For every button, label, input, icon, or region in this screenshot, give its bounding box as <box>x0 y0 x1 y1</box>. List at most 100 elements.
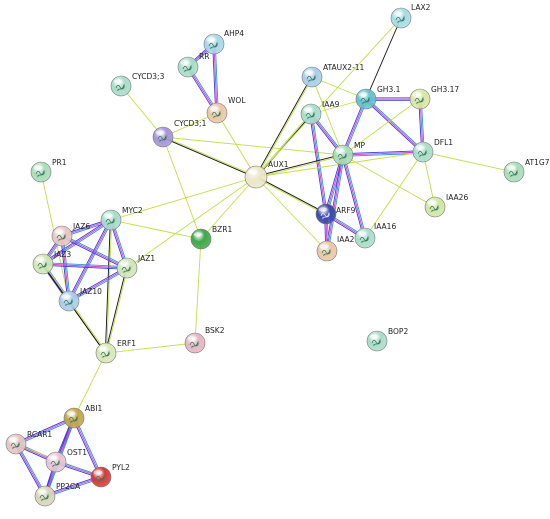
edge-CYCD33-CYCD31 <box>120 85 164 138</box>
node-iaa16[interactable]: IAA16 <box>354 222 396 249</box>
node-gh3-1[interactable]: GH3.1 <box>355 85 401 110</box>
node-label: ABI1 <box>85 404 102 413</box>
edge-GH3.17-MP <box>342 98 421 156</box>
node-sphere[interactable] <box>424 196 446 218</box>
structure-glyph-icon <box>68 415 78 424</box>
node-jaz1[interactable]: JAZ1 <box>116 254 155 279</box>
edge-IAA9-ARF9 <box>309 113 328 215</box>
node-gh3-17[interactable]: GH3.17 <box>409 85 459 110</box>
node-sphere[interactable] <box>355 88 377 110</box>
highlight <box>193 232 203 237</box>
highlight <box>155 130 165 135</box>
highlight <box>119 261 129 266</box>
node-aux1[interactable]: AUX1 <box>244 160 289 189</box>
node-sphere[interactable] <box>177 56 199 78</box>
node-rcar1[interactable]: RCAR1 <box>5 430 52 455</box>
node-sphere[interactable] <box>409 88 431 110</box>
node-mp[interactable]: MP <box>332 141 365 166</box>
node-lax2[interactable]: LAX2 <box>390 3 431 29</box>
node-sphere[interactable] <box>58 290 80 312</box>
node-jaz10[interactable]: JAZ10 <box>58 287 102 312</box>
node-ost1[interactable]: OST1 <box>45 448 87 473</box>
highlight <box>48 455 58 460</box>
node-bsk2[interactable]: BSK2 <box>184 326 225 354</box>
node-sphere[interactable] <box>315 203 337 225</box>
node-pp2ca[interactable]: PP2CA <box>34 482 81 507</box>
node-erf1[interactable]: ERF1 <box>95 339 136 364</box>
node-sphere[interactable] <box>152 126 174 148</box>
node-label: IAA26 <box>446 193 468 202</box>
node-sphere[interactable] <box>45 451 67 473</box>
node-label: CYCD3;3 <box>132 72 165 81</box>
structure-glyph-icon <box>121 265 131 274</box>
node-cycd33[interactable]: CYCD3;3 <box>110 72 165 97</box>
node-sphere[interactable] <box>30 161 52 183</box>
node-bop2[interactable]: BOP2 <box>366 327 408 352</box>
node-label: MP <box>354 141 365 150</box>
node-pyl2[interactable]: PYL2 <box>90 463 130 488</box>
node-sphere[interactable] <box>5 433 27 455</box>
node-sphere[interactable] <box>390 7 412 29</box>
node-bzr1[interactable]: BZR1 <box>190 225 232 250</box>
node-rr[interactable]: RR <box>177 52 209 78</box>
node-sphere[interactable] <box>184 332 206 354</box>
node-label: JAZ6 <box>72 222 90 231</box>
node-sphere[interactable] <box>95 342 117 364</box>
highlight <box>318 207 328 212</box>
highlight <box>61 294 71 299</box>
node-sphere[interactable] <box>354 227 376 249</box>
node-iaa26[interactable]: IAA26 <box>424 193 468 218</box>
node-sphere[interactable] <box>366 330 388 352</box>
node-arf9[interactable]: ARF9 <box>315 203 356 225</box>
node-pr1[interactable]: PR1 <box>30 158 67 183</box>
structure-glyph-icon <box>189 340 199 349</box>
highlight <box>357 231 367 236</box>
node-jaz6[interactable]: JAZ6 <box>51 222 90 247</box>
node-sphere[interactable] <box>300 103 322 125</box>
node-ahp4[interactable]: AHP4 <box>203 29 244 55</box>
node-label: IAA2 <box>337 235 355 244</box>
node-sphere[interactable] <box>503 161 525 183</box>
node-sphere[interactable] <box>110 75 132 97</box>
structure-glyph-icon <box>306 74 316 83</box>
node-sphere[interactable] <box>32 253 54 275</box>
node-sphere[interactable] <box>203 33 225 55</box>
highlight <box>415 145 425 150</box>
highlight <box>209 106 219 111</box>
highlight <box>303 107 313 112</box>
node-sphere[interactable] <box>116 257 138 279</box>
edge-MP-IAA16 <box>341 154 367 239</box>
node-label: BZR1 <box>212 225 232 234</box>
structure-glyph-icon <box>50 459 60 468</box>
node-sphere[interactable] <box>51 225 73 247</box>
node-ataux2-11[interactable]: ATAUX2-11 <box>301 63 365 88</box>
node-sphere[interactable] <box>412 141 434 163</box>
node-sphere[interactable] <box>244 165 268 189</box>
node-iaa2[interactable]: IAA2 <box>316 235 355 262</box>
node-sphere[interactable] <box>63 407 85 429</box>
highlight <box>247 169 258 175</box>
node-sphere[interactable] <box>332 144 354 166</box>
structure-glyph-icon <box>337 152 347 161</box>
node-label: WOL <box>228 96 246 105</box>
node-myc2[interactable]: MYC2 <box>100 206 143 231</box>
node-jaz3[interactable]: JAZ3 <box>32 250 71 275</box>
node-sphere[interactable] <box>100 209 122 231</box>
node-cycd31[interactable]: CYCD3;1 <box>152 119 207 148</box>
node-at1g7[interactable]: AT1G7 <box>503 158 550 183</box>
node-dfl1[interactable]: DFL1 <box>412 138 453 163</box>
node-sphere[interactable] <box>301 66 323 88</box>
edge-BZR1-BSK2 <box>194 238 202 344</box>
edge-MYC2-BZR1 <box>110 219 202 240</box>
node-wol[interactable]: WOL <box>206 96 246 124</box>
structure-glyph-icon <box>157 134 167 143</box>
node-iaa9[interactable]: IAA9 <box>300 100 340 125</box>
structure-glyph-icon <box>395 15 405 24</box>
node-sphere[interactable] <box>206 102 228 124</box>
node-sphere[interactable] <box>90 466 112 488</box>
node-sphere[interactable] <box>190 228 212 250</box>
node-sphere[interactable] <box>34 485 56 507</box>
node-sphere[interactable] <box>316 240 338 262</box>
node-abi1[interactable]: ABI1 <box>63 404 102 429</box>
